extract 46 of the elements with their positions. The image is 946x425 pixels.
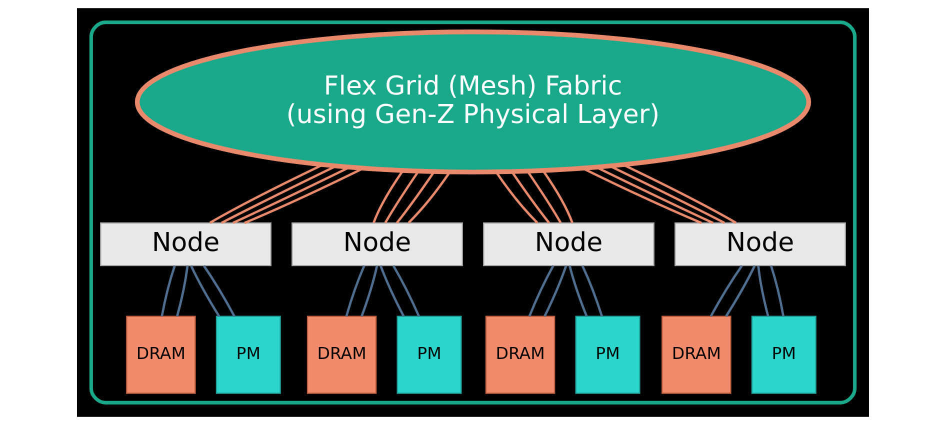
connector — [710, 265, 743, 317]
connector — [582, 167, 702, 224]
connector — [581, 265, 604, 317]
connector — [244, 167, 364, 224]
connector — [623, 164, 737, 224]
connector — [202, 265, 236, 317]
connector — [345, 265, 366, 317]
node-box: DRAM — [126, 316, 196, 394]
connector — [384, 170, 420, 224]
node-box: Node — [483, 222, 654, 266]
connector — [511, 171, 550, 224]
node-box: PM — [751, 316, 816, 394]
node-box: Node — [674, 222, 846, 266]
connector — [220, 165, 336, 224]
connector — [190, 265, 220, 317]
connector — [526, 170, 562, 224]
connector — [568, 266, 588, 317]
node-ellipse: Flex Grid (Mesh) Fabric (using Gen-Z Physical Layer) — [134, 30, 812, 174]
cluster — [89, 20, 857, 404]
connector — [495, 172, 538, 224]
node-box: Node — [100, 222, 272, 266]
connector — [160, 265, 176, 317]
connector — [176, 266, 189, 317]
connector — [770, 265, 785, 317]
connector — [372, 170, 404, 224]
connector — [528, 265, 554, 317]
node-box: PM — [575, 316, 640, 394]
node-box: DRAM — [485, 316, 556, 394]
connector — [542, 170, 574, 224]
connector — [610, 165, 726, 224]
connector — [232, 166, 350, 224]
connector — [360, 266, 378, 317]
connector — [209, 164, 323, 224]
connector — [380, 265, 405, 317]
connector — [408, 172, 451, 224]
connector — [725, 265, 756, 317]
node-box: PM — [216, 316, 281, 394]
connector — [396, 171, 435, 224]
node-box: Node — [292, 222, 463, 266]
node-box: DRAM — [306, 316, 377, 394]
node-box: PM — [396, 316, 462, 394]
connector — [757, 266, 770, 317]
connector — [544, 265, 568, 317]
connector — [596, 166, 714, 224]
connector — [392, 265, 420, 317]
node-box: DRAM — [662, 316, 732, 394]
